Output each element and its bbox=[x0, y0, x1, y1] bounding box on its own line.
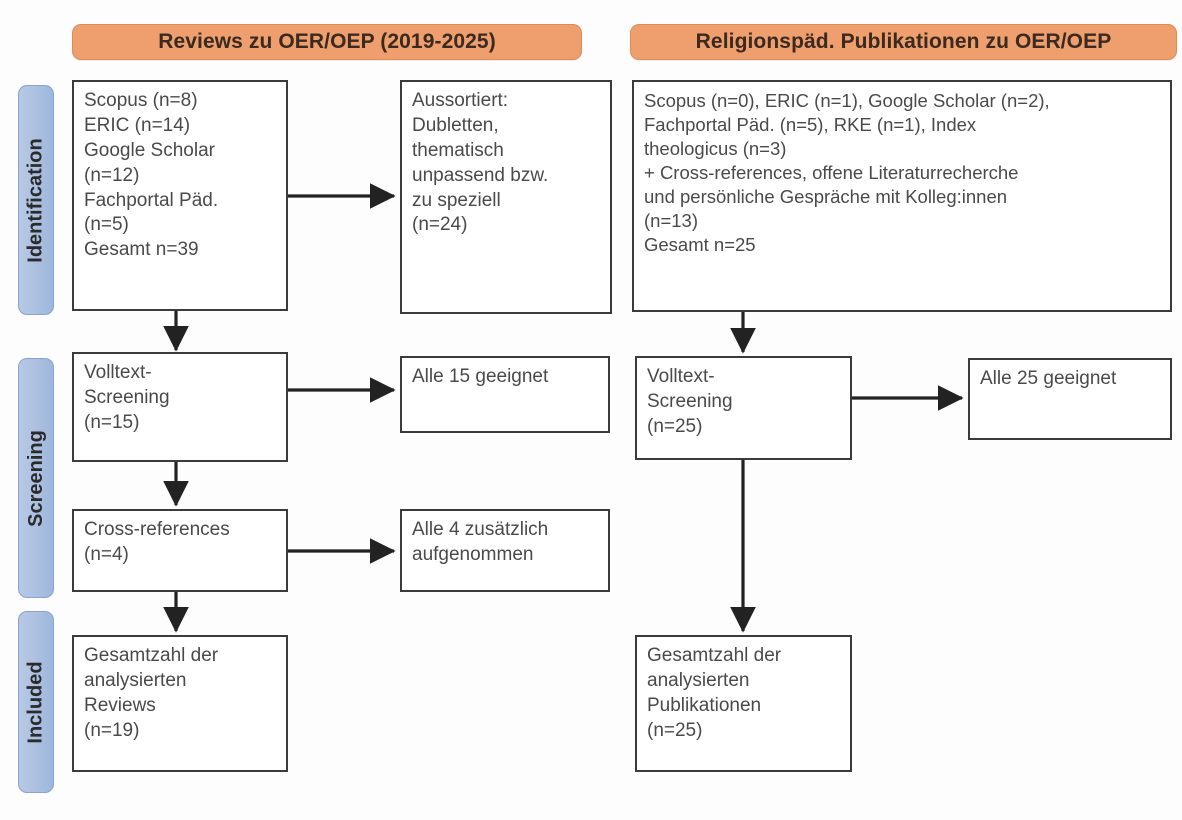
stage-pill-included: Included bbox=[18, 611, 54, 793]
box-right-fulltext-result: Alle 25 geeignet bbox=[968, 358, 1172, 440]
header-right-label: Religionspäd. Publikationen zu OER/OEP bbox=[695, 30, 1112, 53]
box-left-included-total: Gesamtzahl der analysierten Reviews (n=1… bbox=[72, 635, 288, 772]
stage-pill-identification: Identification bbox=[18, 85, 54, 315]
header-right-publications: Religionspäd. Publikationen zu OER/OEP bbox=[630, 24, 1177, 60]
stage-pill-screening-label: Screening bbox=[24, 429, 47, 527]
box-left-identification-sources: Scopus (n=8) ERIC (n=14) Google Scholar … bbox=[72, 80, 288, 311]
box-left-cross-references-result: Alle 4 zusätzlich aufgenommen bbox=[400, 509, 610, 592]
box-left-fulltext-result: Alle 15 geeignet bbox=[400, 356, 610, 433]
header-left-reviews: Reviews zu OER/OEP (2019-2025) bbox=[72, 24, 582, 60]
box-right-included-total: Gesamtzahl der analysierten Publikatione… bbox=[635, 635, 852, 772]
box-left-excluded: Aussortiert: Dubletten, thematisch unpas… bbox=[400, 80, 612, 314]
stage-pill-identification-label: Identification bbox=[24, 137, 47, 263]
stage-pill-screening: Screening bbox=[18, 358, 54, 598]
stage-pill-included-label: Included bbox=[24, 660, 47, 744]
box-right-fulltext-screening: Volltext- Screening (n=25) bbox=[635, 356, 852, 460]
box-left-cross-references: Cross-references (n=4) bbox=[72, 509, 288, 592]
box-left-fulltext-screening: Volltext- Screening (n=15) bbox=[72, 352, 288, 462]
box-right-identification-sources: Scopus (n=0), ERIC (n=1), Google Scholar… bbox=[632, 80, 1172, 312]
header-left-label: Reviews zu OER/OEP (2019-2025) bbox=[158, 30, 496, 53]
